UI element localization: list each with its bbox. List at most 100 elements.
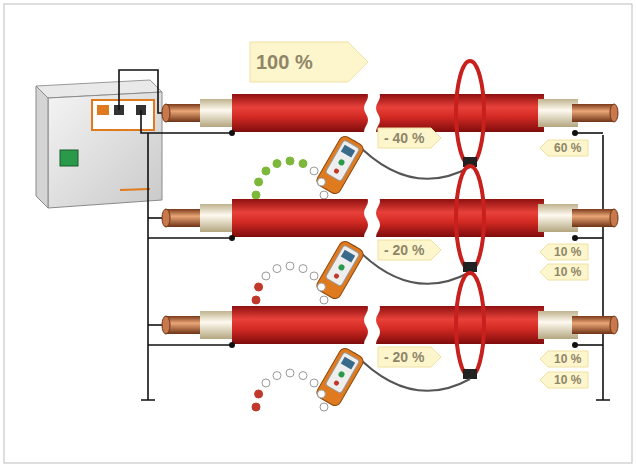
cable bbox=[162, 61, 618, 199]
percent-label: - 20 % bbox=[384, 243, 424, 257]
indicator-dot bbox=[252, 403, 260, 411]
arrow-outline bbox=[540, 140, 588, 156]
cable-sheath bbox=[232, 306, 544, 344]
indicator-dot bbox=[286, 369, 294, 377]
percent-arrow: - 40 % bbox=[378, 128, 441, 148]
indicator-dot bbox=[262, 379, 270, 387]
coil-clasp bbox=[463, 262, 477, 272]
indicator-dot bbox=[320, 403, 328, 411]
indicator-dot bbox=[320, 191, 328, 199]
percent-arrow: - 20 % bbox=[378, 240, 441, 260]
indicator-dot bbox=[255, 390, 263, 398]
meter-button bbox=[333, 380, 340, 387]
percent-label: 10 % bbox=[554, 266, 581, 278]
indicator-dot bbox=[317, 178, 325, 186]
bus-line bbox=[602, 135, 604, 400]
indicator-dot bbox=[262, 272, 270, 280]
cable-sheath bbox=[232, 199, 544, 237]
rogowski-coil bbox=[456, 166, 484, 270]
copper-core bbox=[572, 209, 614, 227]
bus-line bbox=[147, 133, 149, 400]
meter-display bbox=[341, 145, 355, 158]
device-side bbox=[36, 86, 48, 208]
percent-arrow: 100 % bbox=[250, 42, 368, 82]
meter-display bbox=[341, 357, 355, 370]
core-end bbox=[610, 104, 618, 122]
indicator-dot bbox=[273, 160, 281, 168]
meter-display bbox=[341, 250, 355, 263]
device-socket bbox=[97, 105, 109, 115]
arrow-outline bbox=[250, 42, 368, 82]
core-end bbox=[162, 316, 170, 334]
device-button bbox=[60, 150, 78, 166]
cable bbox=[162, 166, 618, 304]
percent-arrow: 10 % bbox=[540, 372, 588, 388]
indicator-dot bbox=[310, 272, 318, 280]
terminal-dot bbox=[572, 130, 578, 136]
meter-button bbox=[337, 370, 345, 378]
hand-meter bbox=[315, 239, 366, 300]
wire bbox=[119, 70, 168, 113]
wire bbox=[148, 344, 232, 346]
indicator-dot bbox=[255, 178, 263, 186]
percent-arrow: 10 % bbox=[540, 351, 588, 367]
cable-sheath bbox=[232, 94, 544, 132]
meter-button bbox=[333, 168, 340, 175]
core-end bbox=[610, 316, 618, 334]
terminal-dot bbox=[229, 342, 235, 348]
meter-body bbox=[315, 346, 366, 407]
wire bbox=[148, 237, 232, 239]
indicator-dot bbox=[255, 283, 263, 291]
wiring bbox=[119, 70, 615, 400]
percent-arrow: 10 % bbox=[540, 264, 588, 280]
terminal-dot bbox=[229, 235, 235, 241]
indicator-dot bbox=[252, 296, 260, 304]
meter-face bbox=[325, 245, 360, 287]
indicator-dot bbox=[299, 160, 307, 168]
arrow-outline bbox=[378, 347, 441, 367]
copper-core bbox=[572, 316, 614, 334]
test-device bbox=[36, 80, 162, 208]
cable-break bbox=[364, 195, 380, 243]
frame bbox=[4, 4, 632, 463]
indicator-dot bbox=[252, 191, 260, 199]
percent-arrow: - 20 % bbox=[378, 347, 441, 367]
meter-body bbox=[315, 134, 366, 195]
indicator-dot bbox=[273, 372, 281, 380]
terminal-dot bbox=[572, 342, 578, 348]
percent-arrow: 60 % bbox=[540, 140, 588, 156]
percent-label: - 40 % bbox=[384, 131, 424, 145]
percent-label: - 20 % bbox=[384, 350, 424, 364]
device-front bbox=[48, 92, 162, 208]
indicator-dot bbox=[262, 167, 270, 175]
hand-meter bbox=[315, 346, 366, 407]
indicator-dot bbox=[310, 379, 318, 387]
copper-core bbox=[572, 104, 614, 122]
terminal-dot bbox=[229, 130, 235, 136]
meter-button bbox=[333, 273, 340, 280]
meter-face bbox=[325, 352, 360, 394]
bus-end bbox=[141, 399, 610, 401]
arrow-outline bbox=[540, 244, 588, 260]
device-panel bbox=[92, 100, 154, 130]
indicator-dot bbox=[273, 265, 281, 273]
percent-label: 10 % bbox=[554, 246, 581, 258]
meter-body bbox=[315, 239, 366, 300]
cable-group bbox=[119, 61, 618, 411]
indicator-dot bbox=[320, 296, 328, 304]
rogowski-coil bbox=[456, 61, 484, 165]
indicator-dot bbox=[317, 283, 325, 291]
percent-label: 60 % bbox=[554, 142, 581, 154]
cable-break bbox=[364, 302, 380, 350]
indicator-dot bbox=[317, 390, 325, 398]
core-end bbox=[162, 104, 170, 122]
arrow-outline bbox=[540, 351, 588, 367]
arrow-outline bbox=[378, 128, 441, 148]
rogowski-coil bbox=[456, 273, 484, 377]
device-stripe bbox=[120, 189, 150, 190]
wire bbox=[575, 344, 603, 346]
terminal-dot bbox=[572, 235, 578, 241]
meter-button bbox=[337, 263, 345, 271]
